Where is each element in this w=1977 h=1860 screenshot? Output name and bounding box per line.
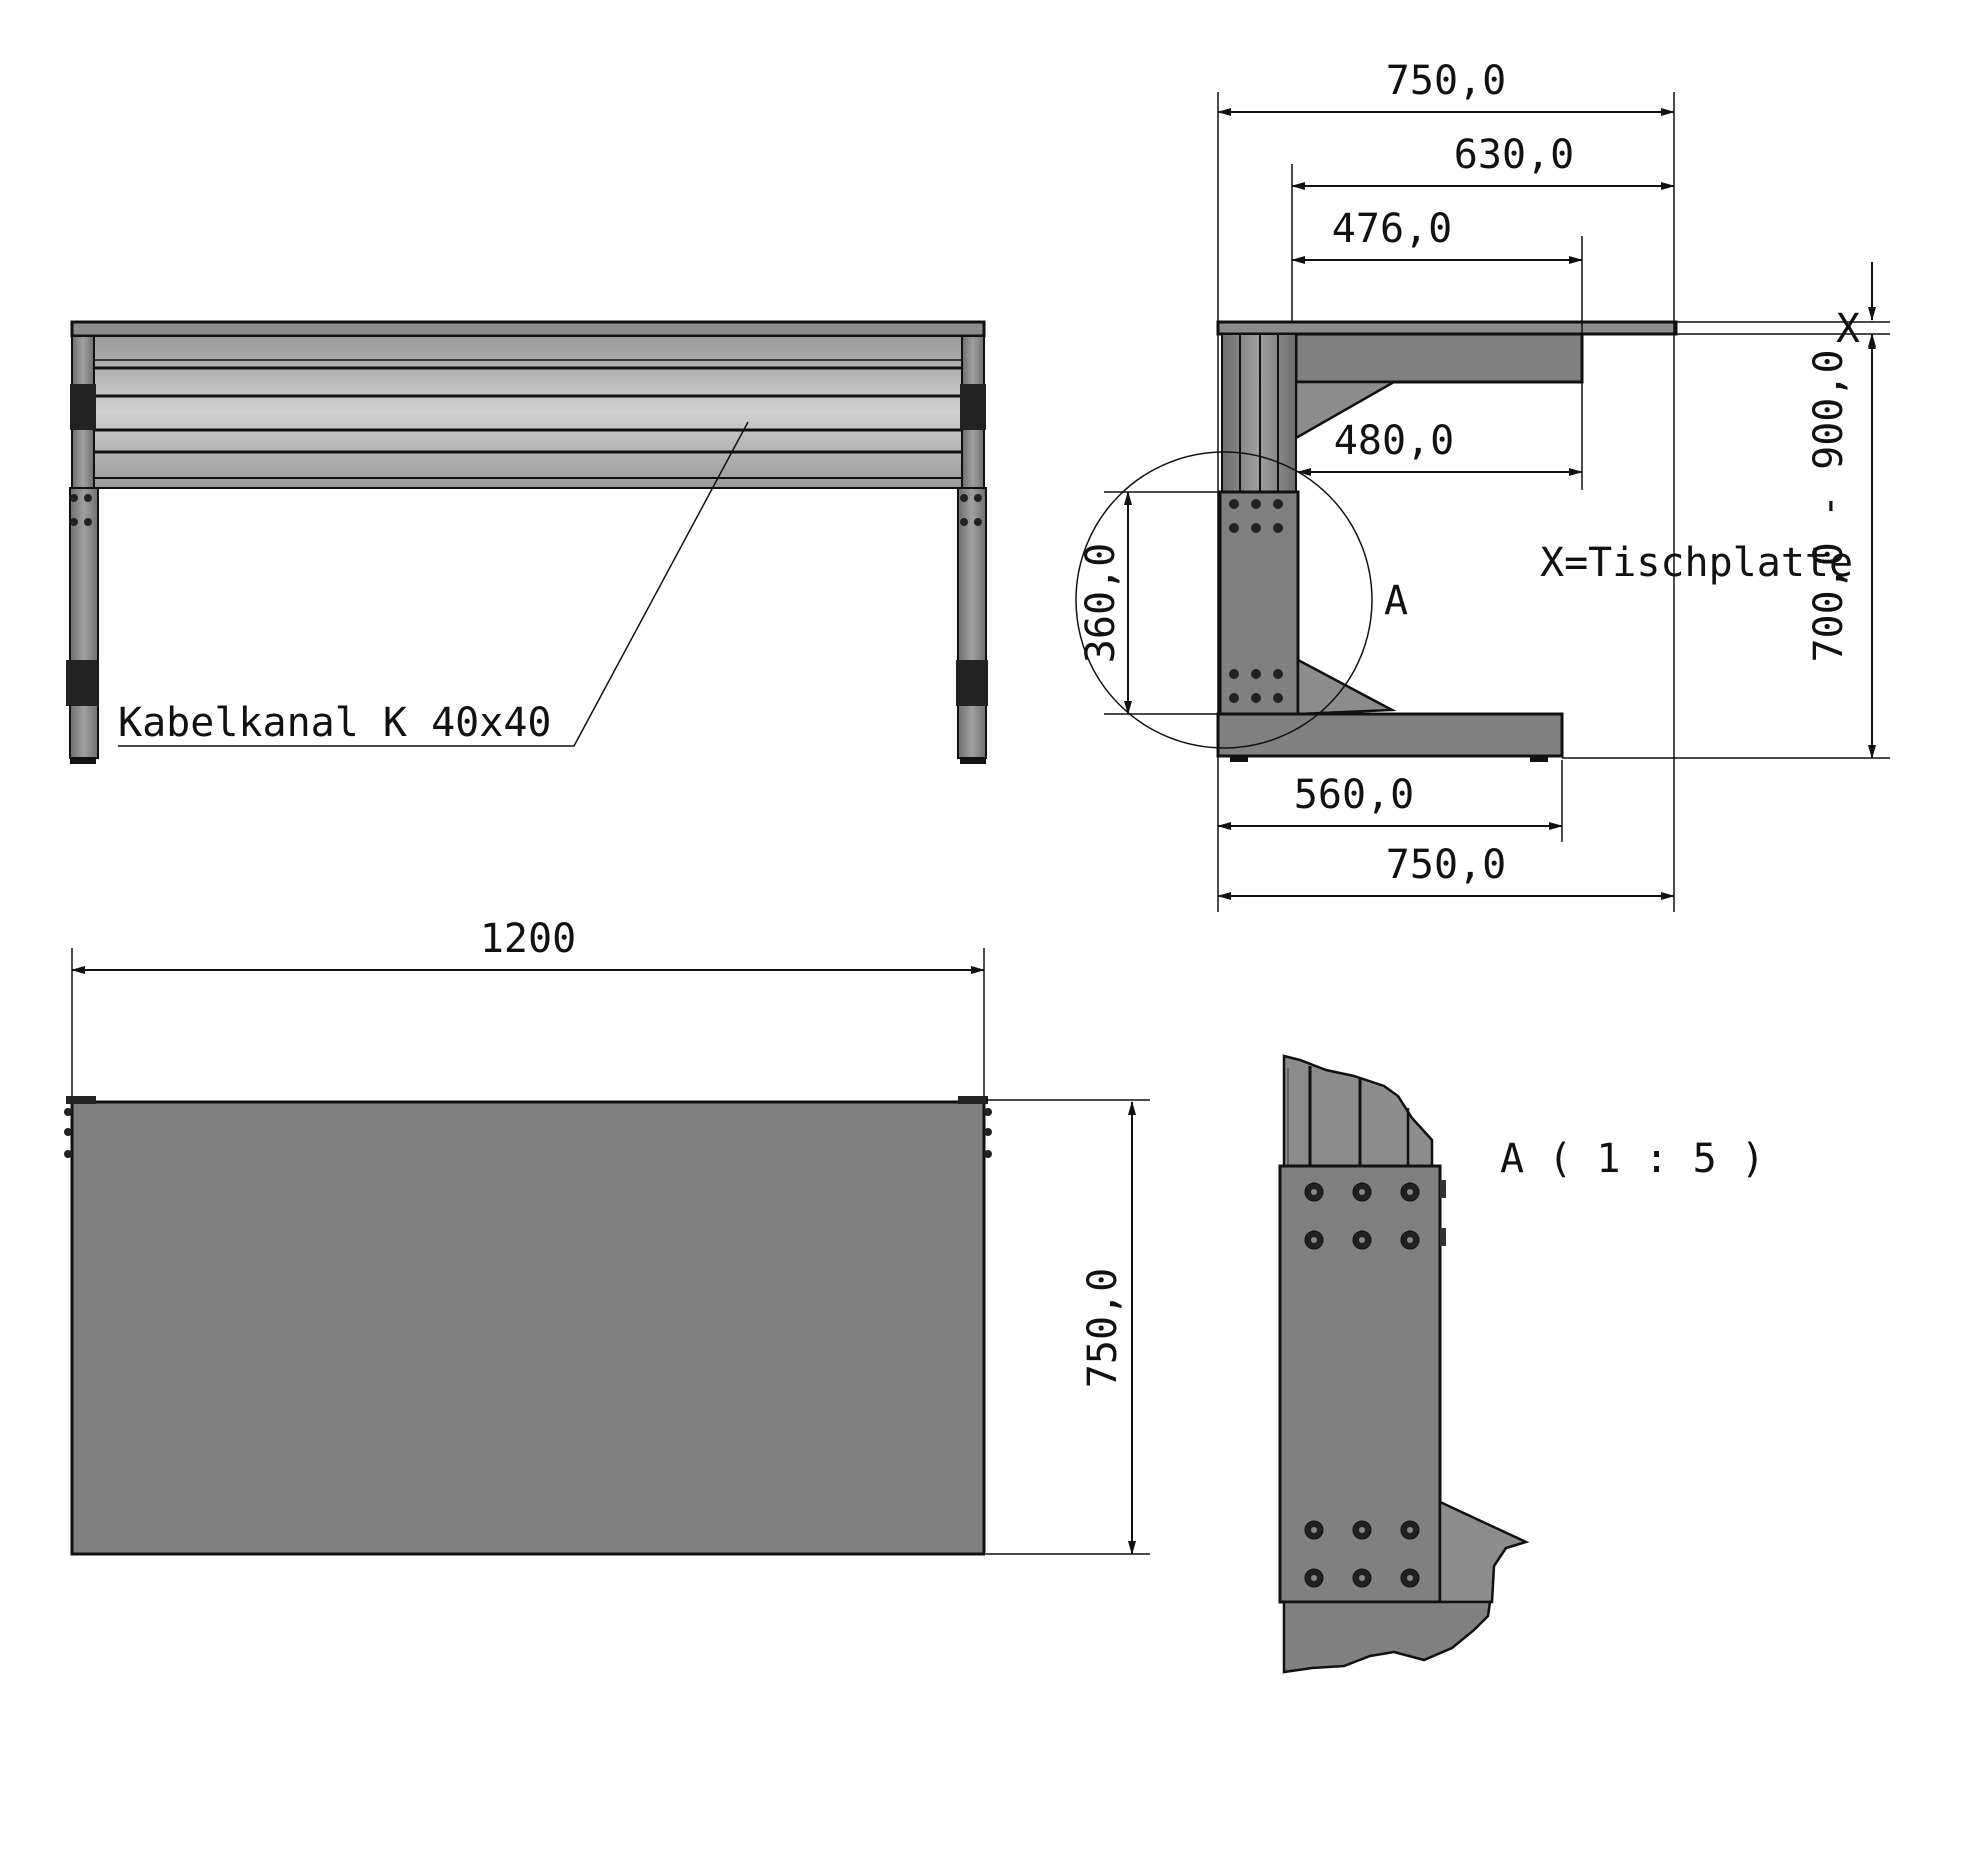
dim-1200: 1200 <box>480 916 576 962</box>
side-view: A 750,0 630,0 476,0 480,0 360,0 560,0 75… <box>1075 58 1890 912</box>
top-view: 1200 750,0 <box>64 916 1150 1556</box>
dim-476: 476,0 <box>1332 206 1452 252</box>
top-corner-bolts <box>64 1108 992 1158</box>
side-base-foot <box>1216 712 1564 758</box>
detail-marker-a: A <box>1384 578 1408 624</box>
detail-title: A ( 1 : 5 ) <box>1500 1136 1765 1182</box>
cable-channel-label: Kabelkanal K 40x40 <box>118 700 551 746</box>
detail-lower-gusset <box>1438 1500 1530 1604</box>
front-right-leg <box>957 487 987 759</box>
dim-360: 360,0 <box>1078 543 1124 663</box>
detail-view-a: A ( 1 : 5 ) <box>1278 1054 1765 1674</box>
side-upper-arm <box>1294 332 1584 384</box>
dim-480: 480,0 <box>1334 418 1454 464</box>
dim-750-depth: 750,0 <box>1080 1268 1126 1388</box>
tabletop-note: X=Tischplatte <box>1540 540 1853 586</box>
detail-circle-a <box>1075 451 1373 749</box>
front-left-bolts <box>70 494 92 526</box>
side-tabletop <box>1216 320 1678 336</box>
detail-base-foot <box>1282 1600 1492 1674</box>
side-lower-gusset <box>1296 657 1397 716</box>
side-column-bolts <box>1229 499 1283 703</box>
front-rail-frame <box>93 335 963 489</box>
dim-750-top: 750,0 <box>1386 58 1506 104</box>
detail-upper-profile <box>1282 1054 1434 1168</box>
dim-630: 630,0 <box>1454 132 1574 178</box>
dim-750-bottom: 750,0 <box>1386 842 1506 888</box>
dim-height-range: 700,0 - 900,0 <box>1806 349 1852 662</box>
front-view: Kabelkanal K 40x40 <box>66 320 988 764</box>
front-tabletop <box>70 320 986 338</box>
cable-channel-leader <box>118 421 749 747</box>
front-left-leg <box>69 487 99 759</box>
front-right-bolts <box>960 494 982 526</box>
top-tabletop <box>70 1100 986 1556</box>
x-marker: X <box>1836 306 1860 352</box>
detail-bolts <box>1304 1182 1420 1588</box>
dim-560: 560,0 <box>1294 772 1414 818</box>
